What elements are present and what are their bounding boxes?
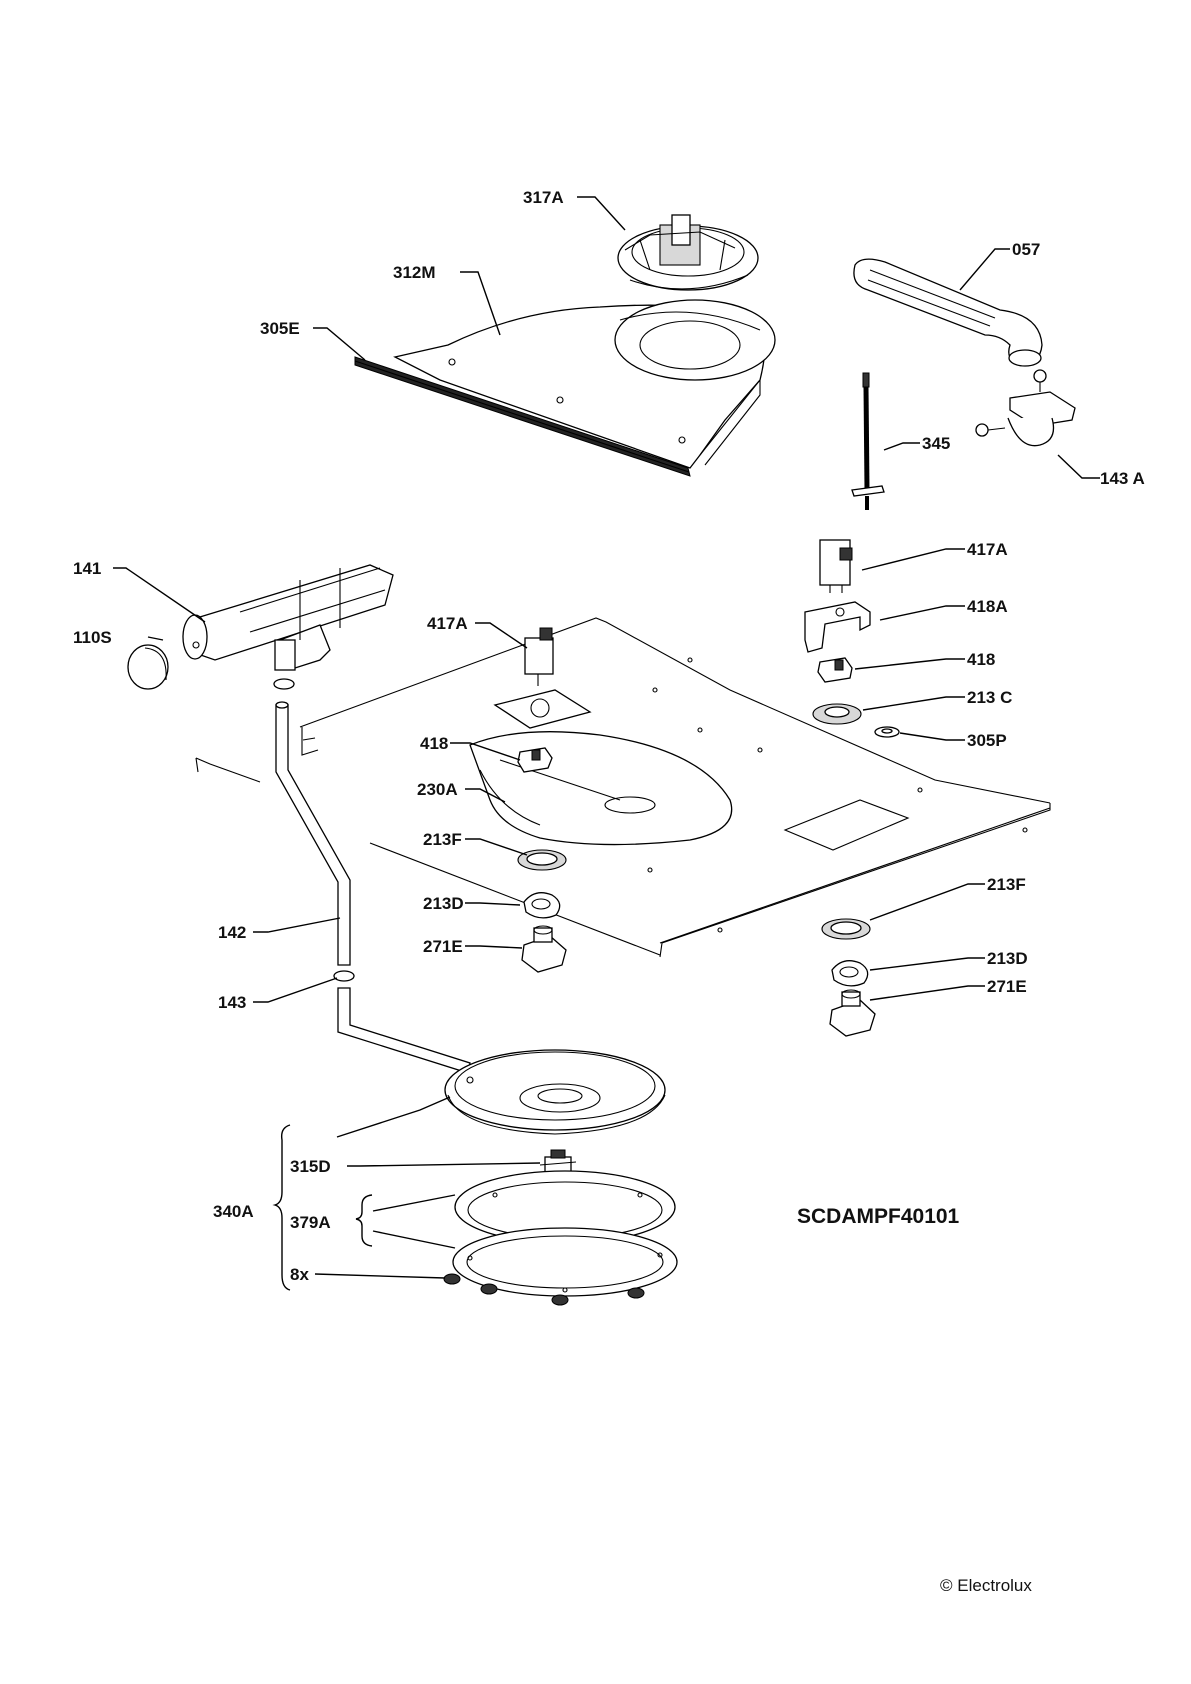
gasket-213F-right bbox=[821, 918, 871, 940]
burner-bowl bbox=[444, 1049, 666, 1135]
callout-340A: 340A bbox=[213, 1202, 254, 1221]
callout-143A: 143 A bbox=[1100, 469, 1145, 488]
callout-057: 057 bbox=[1012, 240, 1040, 259]
copyright: © Electrolux bbox=[940, 1576, 1032, 1595]
callout-418-left: 418 bbox=[420, 734, 448, 753]
thermocouple-345 bbox=[851, 372, 885, 510]
callout-213F-right: 213F bbox=[987, 875, 1026, 894]
gas-pipe-142 bbox=[275, 701, 351, 966]
gasket-213F-left bbox=[517, 849, 567, 871]
callout-379A: 379A bbox=[290, 1213, 331, 1232]
callout-315D: 315D bbox=[290, 1157, 331, 1176]
callout-213C: 213 C bbox=[967, 688, 1012, 707]
grommet-213C bbox=[812, 703, 862, 725]
callout-305P: 305P bbox=[967, 731, 1007, 750]
callout-317A: 317A bbox=[523, 188, 564, 207]
callout-417A-right: 417A bbox=[967, 540, 1008, 559]
callout-213D-left: 213D bbox=[423, 894, 464, 913]
washer-305P bbox=[874, 726, 900, 738]
callout-271E-left: 271E bbox=[423, 937, 463, 956]
callout-143: 143 bbox=[218, 993, 246, 1012]
burner-tray-230A bbox=[469, 731, 733, 846]
fan-motor-317A bbox=[617, 214, 759, 291]
gasket-213D-left bbox=[523, 892, 561, 919]
callout-213D-right: 213D bbox=[987, 949, 1028, 968]
electrode-418-left bbox=[517, 747, 553, 773]
callout-417A-left: 417A bbox=[427, 614, 468, 633]
callout-271E-right: 271E bbox=[987, 977, 1027, 996]
gasket-213D-right bbox=[831, 960, 869, 987]
burner-141 bbox=[182, 564, 394, 671]
ignition-unit-417A-right bbox=[819, 539, 853, 593]
callout-345: 345 bbox=[922, 434, 950, 453]
electrode-418-right bbox=[817, 657, 853, 683]
callout-110S: 110S bbox=[73, 628, 112, 647]
ignition-unit-417A-left bbox=[493, 627, 592, 729]
thermostat-315D bbox=[539, 1149, 577, 1174]
callout-8x: 8x bbox=[290, 1265, 309, 1284]
clamp-bracket-143A bbox=[975, 369, 1076, 447]
callout-213F-left: 213F bbox=[423, 830, 462, 849]
callout-305E: 305E bbox=[260, 319, 300, 338]
callout-142: 142 bbox=[218, 923, 246, 942]
nuts-8x bbox=[443, 1273, 645, 1306]
diagram-code: SCDAMPF40101 bbox=[797, 1205, 960, 1228]
callout-230A: 230A bbox=[417, 780, 458, 799]
fan-cover-312M bbox=[393, 299, 776, 469]
gas-pipe-lower bbox=[337, 987, 471, 1074]
holder-271E-left bbox=[521, 925, 567, 973]
callout-312M: 312M bbox=[393, 263, 436, 282]
seal-strip-305E bbox=[354, 356, 691, 477]
callout-418A: 418A bbox=[967, 597, 1008, 616]
clip-143 bbox=[273, 678, 355, 982]
bracket-418A bbox=[804, 601, 871, 653]
callout-418-right: 418 bbox=[967, 650, 995, 669]
holder-271E-right bbox=[829, 989, 876, 1037]
leader-lines bbox=[113, 196, 1100, 1291]
callout-141: 141 bbox=[73, 559, 101, 578]
tube-057 bbox=[853, 258, 1043, 367]
cap-110S bbox=[127, 644, 169, 690]
